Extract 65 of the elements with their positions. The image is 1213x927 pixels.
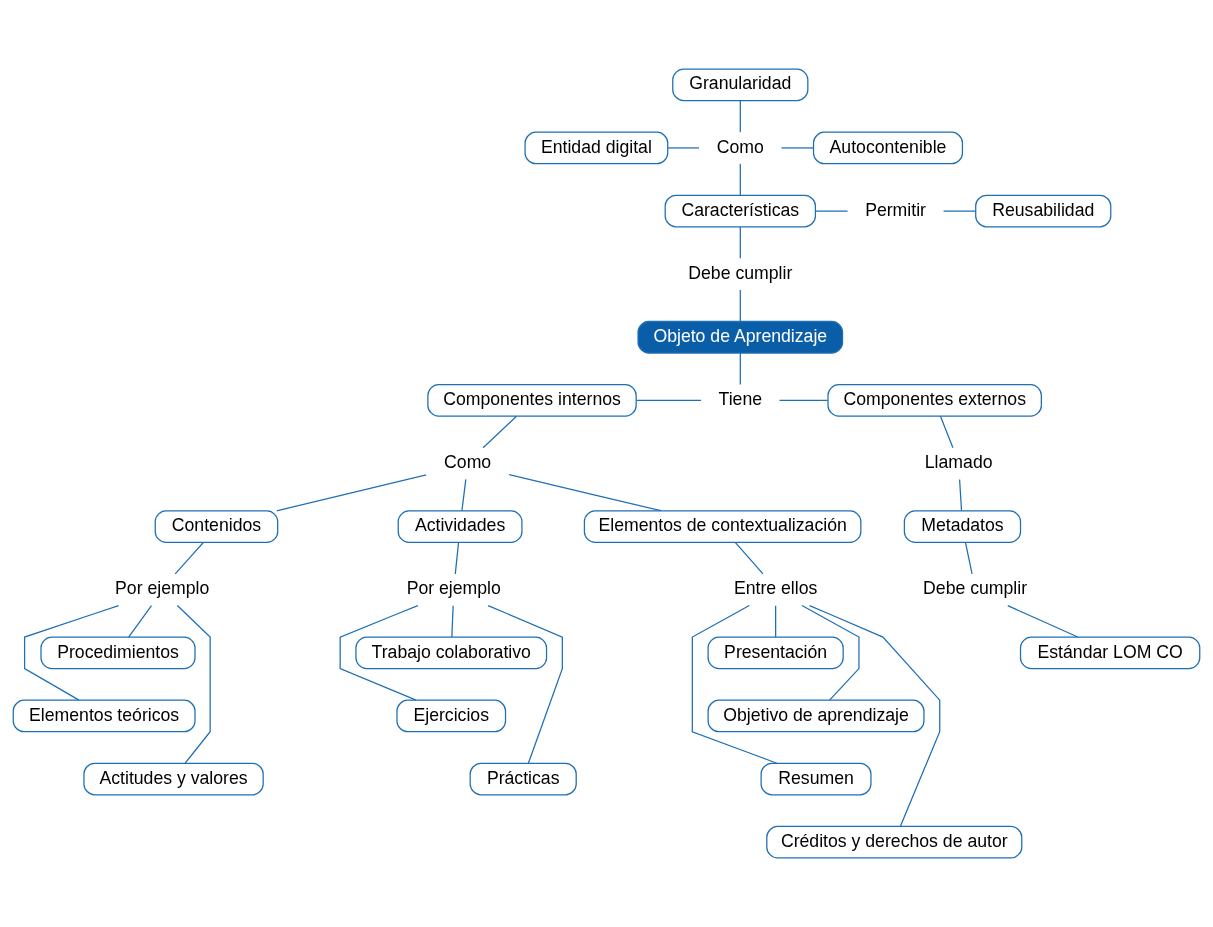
connector — [739, 100, 741, 133]
connector — [958, 478, 963, 512]
node-box: Resumen — [760, 762, 872, 796]
connector — [775, 605, 777, 638]
node-box: Características — [664, 194, 817, 228]
connector — [667, 147, 700, 149]
connector — [451, 605, 454, 638]
node-box: Presentación — [707, 636, 844, 670]
connector — [461, 478, 467, 512]
node-box: Entidad digital — [524, 131, 669, 165]
node-box: Trabajo colaborativo — [355, 636, 548, 670]
node-text: Entre ellos — [733, 578, 818, 599]
node-text: Como — [444, 452, 492, 473]
connector — [739, 352, 741, 386]
connector — [739, 163, 741, 196]
node-box: Reusabilidad — [975, 194, 1112, 228]
node-box: Prácticas — [469, 762, 577, 796]
node-box: Ejercicios — [396, 699, 507, 733]
connector — [778, 399, 829, 401]
node-box: Contenidos — [154, 510, 279, 543]
connector — [942, 210, 977, 212]
node-text: Debe cumplir — [688, 262, 793, 283]
node-box: Objetivo de aprendizaje — [707, 699, 925, 733]
node-box: Componentes internos — [427, 384, 637, 417]
connector — [739, 289, 741, 323]
node-text: Por ejemplo — [406, 578, 501, 599]
connector — [691, 604, 778, 764]
node-box: Actividades — [397, 510, 523, 543]
node-text: Llamado — [924, 452, 993, 473]
connector — [739, 226, 741, 259]
node-text: Permitir — [865, 199, 926, 220]
node-box: Elementos de contextualización — [583, 510, 862, 543]
connector — [780, 147, 814, 149]
node-box: Autocontenible — [812, 131, 964, 165]
node-text: Por ejemplo — [115, 578, 210, 599]
connector — [176, 604, 211, 764]
connector — [454, 541, 460, 575]
connector — [276, 474, 427, 512]
connector — [339, 604, 419, 701]
node-box: Metadatos — [903, 510, 1022, 543]
connector — [814, 210, 849, 212]
node-box: Granularidad — [672, 68, 809, 102]
node-text: Como — [716, 136, 764, 157]
connector — [808, 604, 941, 827]
connector — [635, 399, 702, 401]
node-box: Procedimientos — [40, 636, 196, 670]
connector — [24, 604, 120, 701]
connector — [127, 605, 153, 638]
connector — [964, 541, 973, 575]
node-box: Componentes externos — [827, 384, 1042, 417]
connector — [508, 474, 662, 512]
node-text: Debe cumplir — [923, 578, 1028, 599]
node-box: Estándar LOM CO — [1019, 636, 1201, 670]
connector — [487, 604, 563, 764]
connector — [939, 415, 954, 449]
connector — [1007, 605, 1079, 638]
node-text: Tiene — [718, 389, 763, 410]
node-box: Elementos teóricos — [12, 699, 196, 733]
connector — [482, 415, 518, 449]
node-box: Créditos y derechos de autor — [766, 825, 1023, 859]
node-box: Actitudes y valores — [83, 762, 264, 796]
connector — [174, 541, 204, 575]
connector — [734, 541, 764, 575]
connector — [801, 604, 860, 701]
node-box: Objeto de Aprendizaje — [637, 320, 844, 354]
